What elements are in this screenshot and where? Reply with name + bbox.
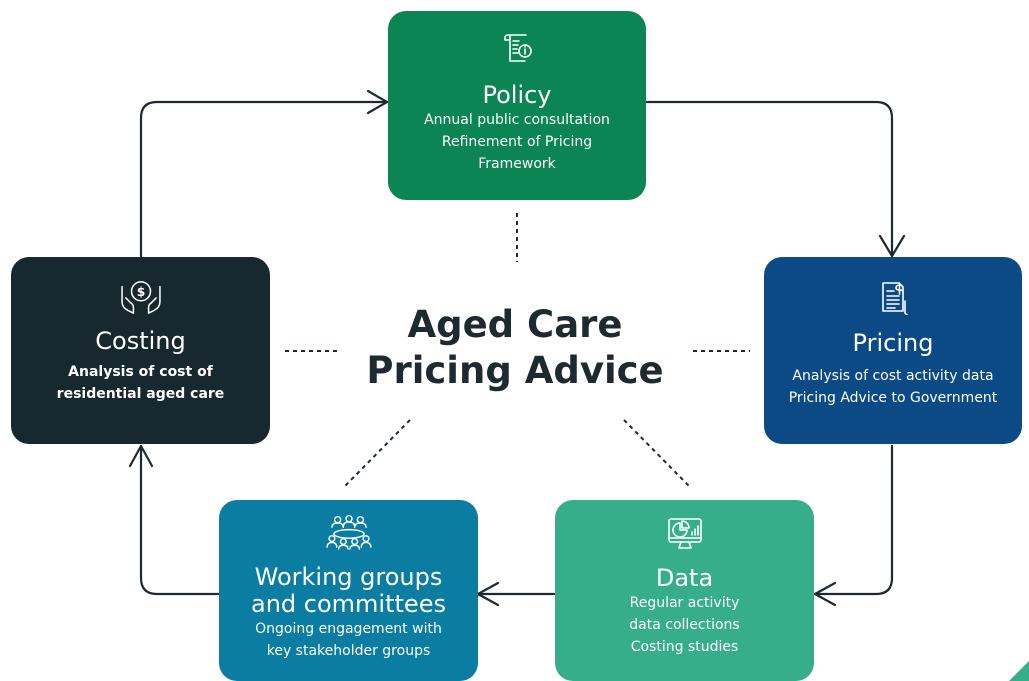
arrowhead-into-pricing <box>878 234 906 258</box>
pricing-line: Analysis of cost activity data <box>792 368 994 384</box>
working-groups-title-line: and committees <box>251 590 446 618</box>
dotted-link-data <box>623 419 690 487</box>
data-line: Costing studies <box>630 639 739 655</box>
invoice-dollar-icon <box>882 282 908 315</box>
costing-node: $ Costing Analysis of cost of residentia… <box>11 257 270 444</box>
working-groups-line: Ongoing engagement with <box>255 621 442 637</box>
svg-text:$: $ <box>136 285 145 299</box>
policy-line: Refinement of Pricing <box>441 134 593 150</box>
arrowhead-into-costing <box>128 444 154 468</box>
working-groups-title: Working groups and committees <box>251 564 446 618</box>
arrowhead-into-data <box>813 581 837 607</box>
data-line: Regular activity <box>629 595 740 611</box>
pricing-line: Pricing Advice to Government <box>788 390 998 406</box>
policy-node: Policy Annual public consultation Refine… <box>388 11 646 200</box>
hands-coin-icon: $ <box>120 281 161 314</box>
costing-line: Analysis of cost of <box>68 364 213 380</box>
data-description: Regular activity data collections Costin… <box>629 592 739 658</box>
meeting-group-icon <box>326 514 371 550</box>
working-groups-node: Working groups and committees Ongoing en… <box>219 500 478 681</box>
document-info-icon <box>504 34 532 62</box>
center-title-line: Aged Care <box>407 303 623 346</box>
policy-line: Annual public consultation <box>424 112 610 128</box>
costing-description: Analysis of cost of residential aged car… <box>57 361 225 405</box>
working-groups-description: Ongoing engagement with key stakeholder … <box>255 618 442 662</box>
costing-line: residential aged care <box>56 386 225 402</box>
working-groups-line: key stakeholder groups <box>266 643 431 659</box>
data-line: data collections <box>629 617 740 633</box>
pricing-title: Pricing <box>852 329 934 357</box>
corner-accent <box>1009 661 1029 681</box>
arrow-costing-to-policy <box>139 100 389 258</box>
pricing-node: Pricing Analysis of cost activity data P… <box>764 257 1022 444</box>
policy-description: Annual public consultation Refinement of… <box>424 109 610 175</box>
working-groups-title-line: Working groups <box>254 563 443 591</box>
monitor-chart-icon <box>667 518 702 549</box>
center-title-line: Pricing Advice <box>366 349 664 392</box>
arrowhead-into-working <box>476 581 500 607</box>
policy-title: Policy <box>482 81 552 109</box>
arrowhead-into-policy <box>366 89 389 115</box>
arrow-working-to-costing <box>139 444 220 596</box>
policy-line: Framework <box>478 156 556 172</box>
costing-title: Costing <box>95 327 186 355</box>
data-title: Data <box>655 564 714 592</box>
pricing-description: Analysis of cost activity data Pricing A… <box>789 365 998 409</box>
data-node: Data Regular activity data collections C… <box>555 500 814 681</box>
arrow-pricing-to-data <box>813 444 894 596</box>
center-title: Aged Care Pricing Advice <box>360 302 670 394</box>
arrow-policy-to-pricing <box>645 100 894 258</box>
dotted-link-working <box>344 419 411 487</box>
